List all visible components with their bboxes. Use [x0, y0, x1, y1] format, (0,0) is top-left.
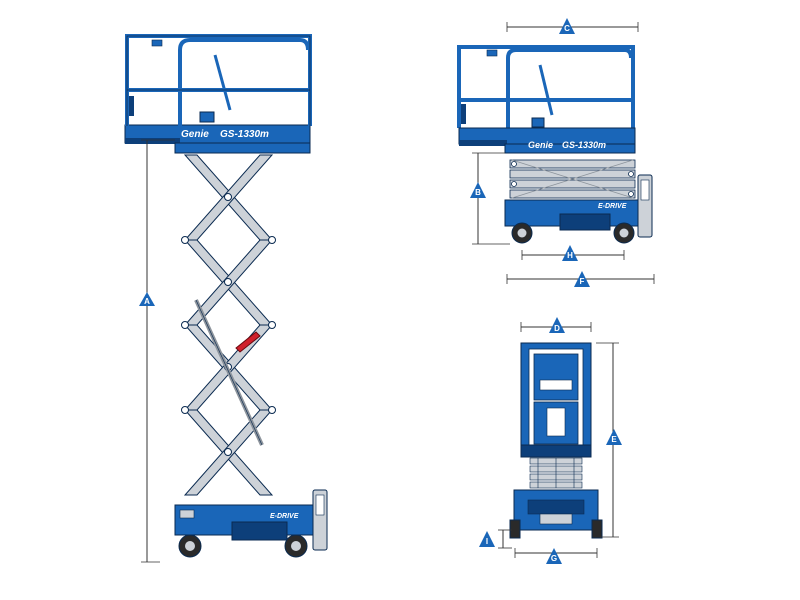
dimension-h-label: H [567, 251, 573, 260]
dimension-c-label: C [564, 24, 570, 33]
scissor-stack [181, 154, 276, 496]
chassis: E-DRIVE [174, 489, 328, 558]
stowed-brand-label: Genie [528, 140, 553, 150]
platform: Genie GS-1330m [124, 124, 311, 154]
side-view-stowed: Genie GS-1330m E-DRIVE [457, 18, 655, 287]
dimension-g-label: G [551, 554, 557, 563]
dimension-b-label: B [475, 188, 481, 197]
drive-label: E-DRIVE [270, 513, 299, 520]
dimension-b: B [470, 152, 510, 245]
dimension-a: A [139, 139, 175, 563]
dimension-a-label: A [144, 297, 150, 306]
dimension-f-label: F [580, 277, 585, 286]
control-box [199, 111, 215, 123]
rear-view: D E I G [479, 317, 622, 564]
model-label: GS-1330m [220, 129, 269, 140]
stowed-drive-label: E-DRIVE [598, 203, 627, 210]
brand-label: Genie [181, 129, 209, 140]
dimension-d: D [520, 317, 592, 333]
dimension-h: H [521, 245, 625, 261]
side-view-extended: Genie GS-1330m E-DRIVE [124, 34, 328, 563]
dimension-i: I [479, 529, 512, 549]
stowed-model-label: GS-1330m [562, 140, 606, 150]
dimension-c: C [506, 18, 639, 34]
dimension-g: G [514, 548, 598, 564]
dimension-e: E [596, 342, 622, 538]
dimension-f: F [506, 271, 655, 287]
dimension-e-label: E [611, 435, 617, 444]
guard-rails [125, 34, 312, 126]
dimension-i-label: I [486, 537, 488, 546]
dimension-d-label: D [554, 324, 560, 333]
